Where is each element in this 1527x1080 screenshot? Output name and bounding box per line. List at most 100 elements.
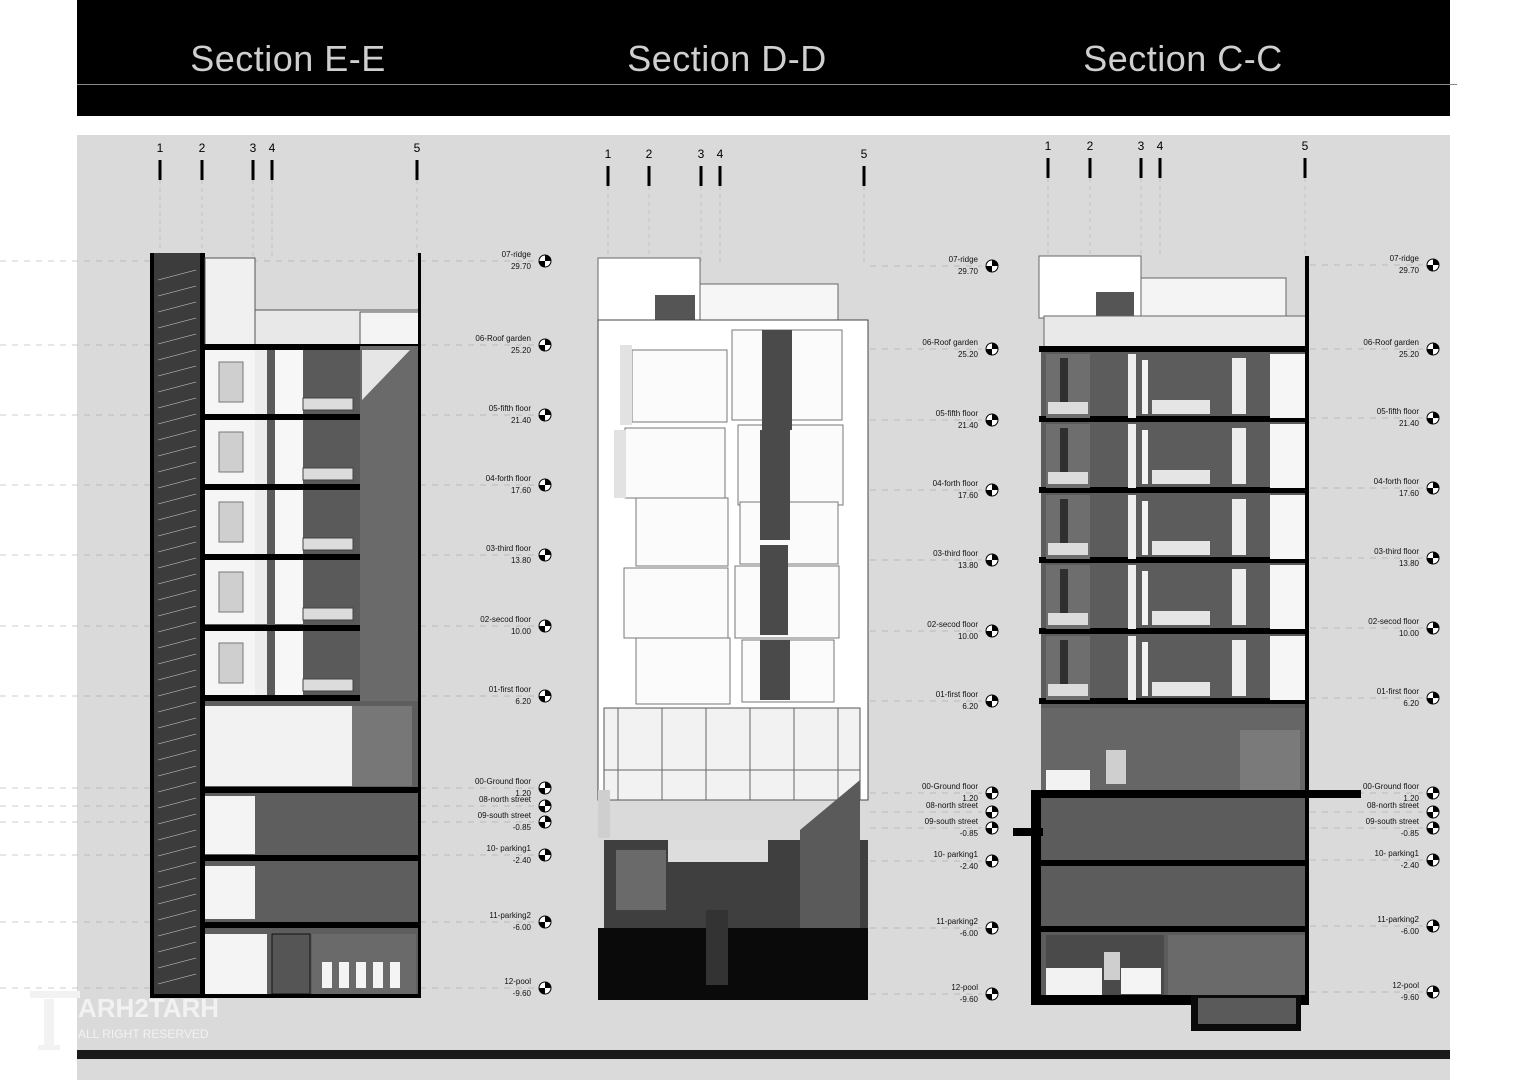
level-symbol-quadrant: [986, 490, 992, 496]
grid-tick: [200, 160, 204, 180]
roof-window: [655, 295, 695, 321]
level-name: 10- parking1: [487, 844, 532, 853]
plant: [1060, 358, 1068, 410]
wall: [1128, 636, 1136, 700]
grid-tick: [270, 160, 274, 180]
floor-slab: [1039, 557, 1309, 563]
level-symbol-quadrant: [986, 560, 992, 566]
bathroom: [1270, 636, 1306, 700]
level-value: 6.20: [1403, 699, 1419, 708]
pergola: [1140, 277, 1287, 321]
level-name: 00-Ground floor: [475, 777, 531, 786]
level-name: 07-ridge: [949, 255, 979, 264]
sofa: [1048, 543, 1088, 555]
grid-tick: [862, 166, 866, 186]
level-value: 17.60: [1399, 489, 1420, 498]
wall: [1142, 571, 1148, 625]
level-symbol-quadrant: [545, 849, 551, 855]
brick-wall: [352, 706, 412, 786]
level-value: 21.40: [958, 421, 979, 430]
grid-label: 1: [157, 141, 164, 155]
level-name: 05-fifth floor: [936, 409, 979, 418]
floor-slab: [200, 344, 420, 350]
level-symbol-quadrant: [545, 479, 551, 485]
grid-tick: [1046, 158, 1050, 178]
pool-bench: [1121, 968, 1161, 994]
facade-box: [635, 637, 731, 705]
level-symbol-quadrant: [1433, 787, 1439, 793]
level-symbol-quadrant: [986, 793, 992, 799]
partition: [275, 631, 303, 695]
level-value: -2.40: [513, 856, 532, 865]
stair-flight: [157, 701, 197, 713]
level-name: 03-third floor: [486, 544, 531, 553]
stair-flight: [157, 621, 197, 633]
grid-tick: [606, 166, 610, 186]
shadow-recess: [762, 330, 792, 430]
ground-glazing: [603, 707, 861, 801]
stair-flight: [157, 301, 197, 313]
sofa: [1048, 402, 1088, 414]
level-value: -6.00: [513, 923, 532, 932]
stair-flight: [157, 669, 197, 681]
level-name: 09-south street: [478, 811, 532, 820]
door: [218, 642, 244, 684]
level-symbol-quadrant: [986, 701, 992, 707]
stair-flight: [157, 973, 197, 985]
counter: [1152, 682, 1210, 696]
stair-flight: [157, 413, 197, 425]
stair-flight: [157, 461, 197, 473]
level-symbol-quadrant: [1427, 349, 1433, 355]
brick-wall: [1240, 730, 1300, 790]
level-name: 09-south street: [925, 817, 979, 826]
level-value: 25.20: [958, 350, 979, 359]
stair-flight: [157, 861, 197, 873]
stair-flight: [157, 317, 197, 329]
stair-flight: [157, 589, 197, 601]
level-marker: 10- parking1-2.40: [1375, 849, 1440, 870]
level-name: 01-first floor: [936, 690, 979, 699]
street-slab: [1013, 828, 1043, 836]
ground-slab: [1031, 790, 1361, 798]
door: [218, 571, 244, 613]
level-symbol-quadrant: [1427, 860, 1433, 866]
stair-flight: [157, 797, 197, 809]
level-name: 10- parking1: [934, 850, 979, 859]
column: [255, 631, 267, 695]
stair-flight: [157, 605, 197, 617]
level-symbol-quadrant: [986, 812, 992, 818]
level-symbol-quadrant: [1433, 692, 1439, 698]
stair-flight: [157, 925, 197, 937]
grid-tick: [415, 160, 419, 180]
level-value: -0.85: [513, 823, 532, 832]
level-symbol-quadrant: [1433, 412, 1439, 418]
stair-flight: [157, 685, 197, 697]
level-symbol-quadrant: [992, 343, 998, 349]
level-symbol-quadrant: [545, 800, 551, 806]
pool-slab: [1031, 995, 1309, 1005]
level-symbol-quadrant: [992, 554, 998, 560]
pool-hall: [1168, 935, 1306, 995]
stair-flight: [157, 749, 197, 761]
level-value: -6.00: [1401, 927, 1420, 936]
level-value: 13.80: [511, 556, 532, 565]
door: [218, 431, 244, 473]
parking-wall: [205, 796, 255, 854]
level-value: 13.80: [958, 561, 979, 570]
logo-name: ARH2TARH: [78, 993, 220, 1023]
level-name: 06-Roof garden: [475, 334, 531, 343]
stair-flight: [157, 557, 197, 569]
level-value: -9.60: [513, 989, 532, 998]
wall: [1142, 360, 1148, 414]
grid-tick: [1088, 158, 1092, 178]
column: [255, 560, 267, 624]
grid-label: 3: [250, 141, 257, 155]
section-e-e: [150, 253, 421, 998]
grid-label: 2: [646, 147, 653, 161]
level-symbol-quadrant: [545, 690, 551, 696]
level-marker: 12-pool-9.60: [504, 977, 552, 998]
level-name: 01-first floor: [489, 685, 532, 694]
